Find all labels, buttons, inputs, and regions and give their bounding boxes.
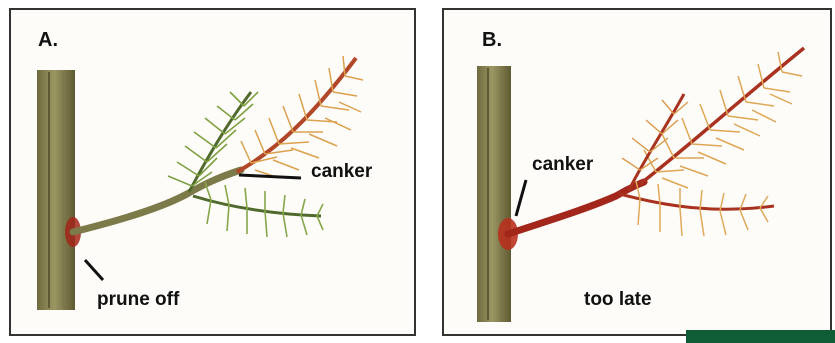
trunk-a (37, 70, 75, 310)
panel-letter-b: B. (482, 29, 502, 52)
prune-off-label: prune off (97, 289, 179, 311)
panel-a: A. canker prune off (9, 8, 416, 336)
diseased-shoot-a (237, 56, 363, 178)
canker-pointer-a (239, 175, 301, 178)
diseased-shoot-lower-b (620, 181, 774, 236)
panel-letter-a: A. (38, 29, 58, 52)
branch-b (508, 182, 644, 234)
branch-illustration-b (444, 10, 830, 334)
canker-label-b: canker (532, 154, 593, 176)
prune-pointer-a (85, 260, 103, 280)
trunk-b (477, 66, 511, 322)
diseased-shoot-upper-b (640, 48, 804, 188)
panel-b: B. canker too late (442, 8, 832, 336)
canker-label-a: canker (311, 161, 372, 183)
too-late-label: too late (584, 289, 652, 311)
diseased-shoot-side-b (622, 94, 688, 190)
canker-pointer-b (516, 180, 526, 216)
watermark-badge (686, 330, 835, 343)
healthy-shoot-lower-a (193, 182, 323, 237)
